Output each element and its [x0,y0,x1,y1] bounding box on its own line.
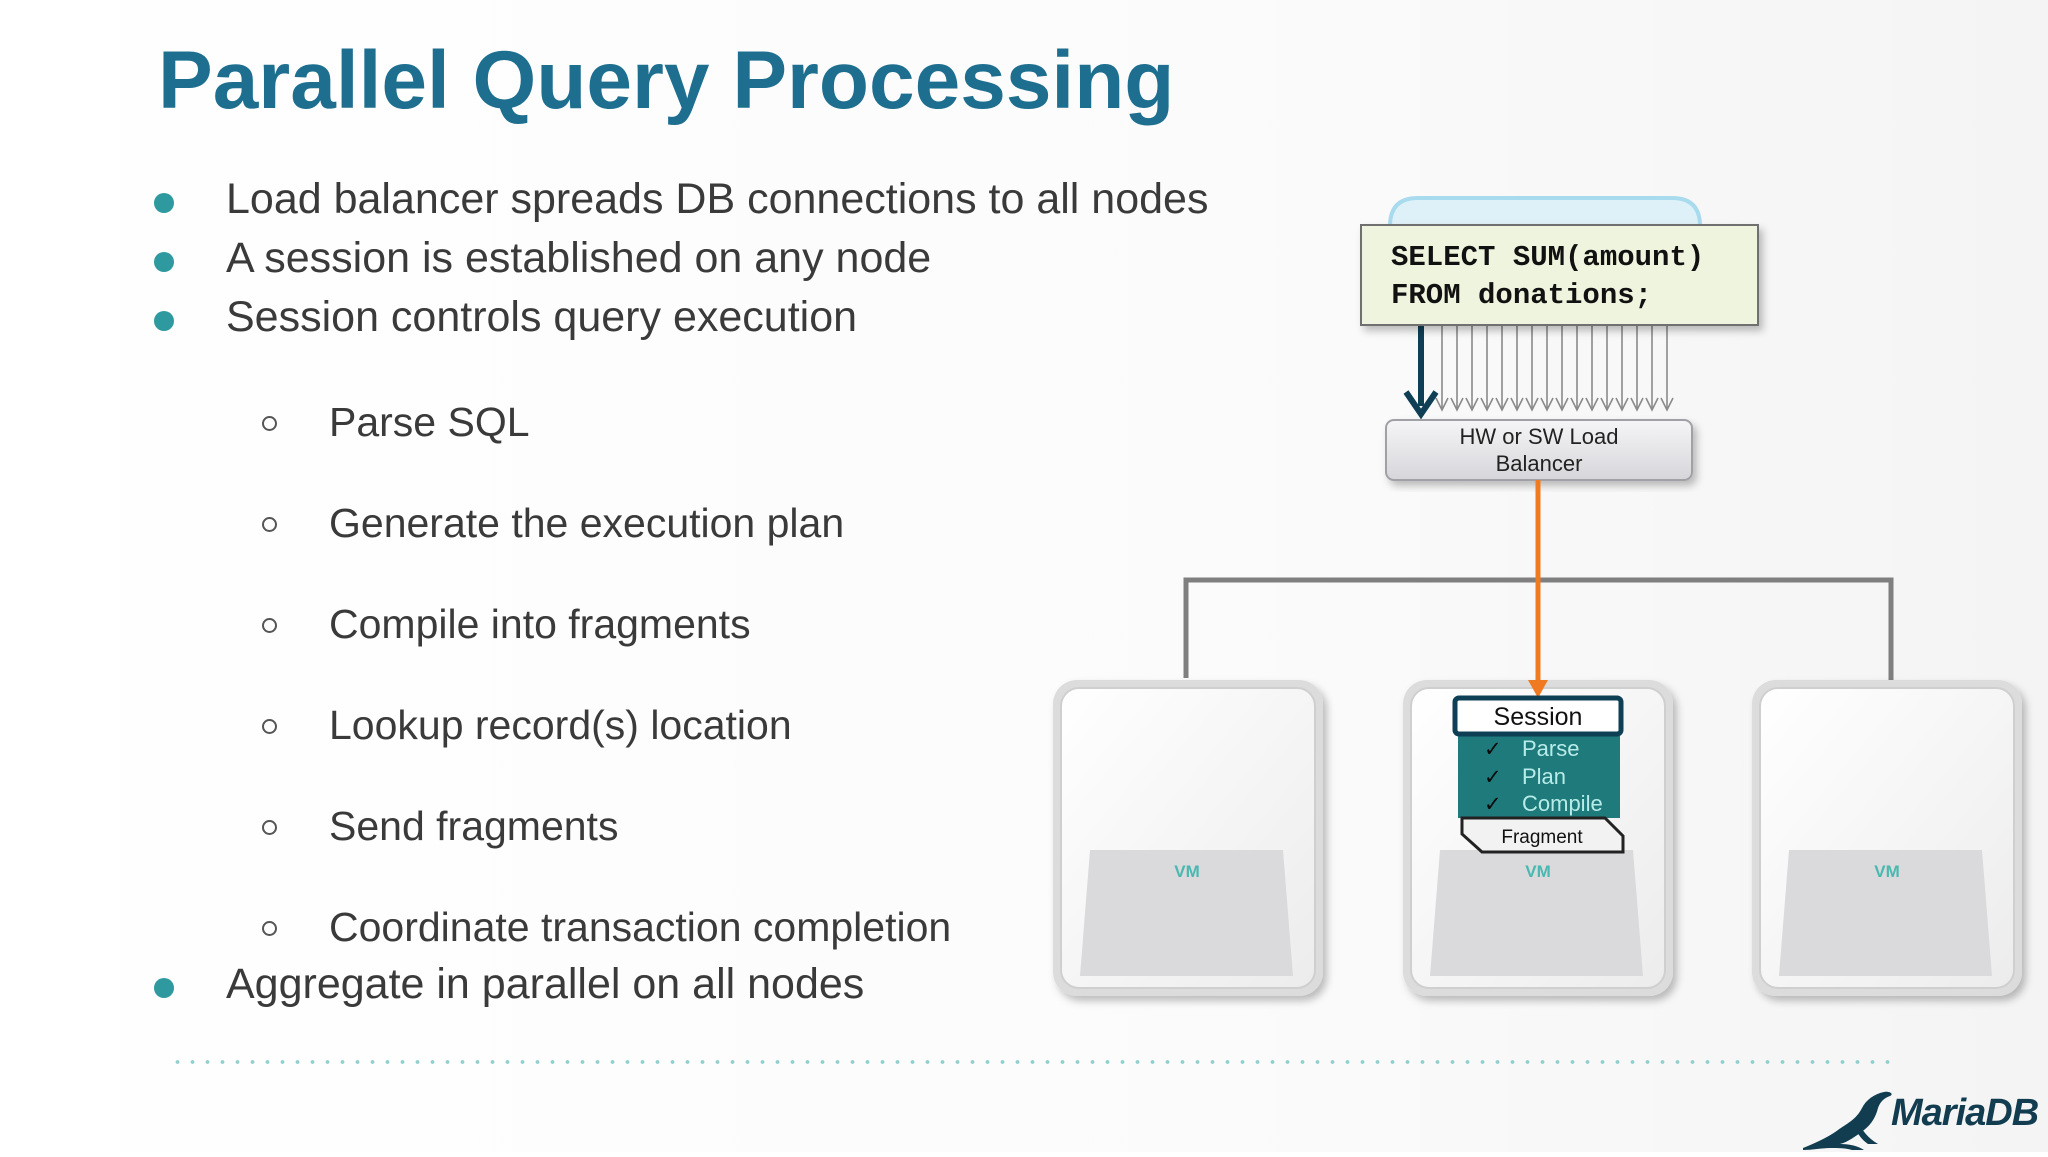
arrow-heads [1435,397,1674,412]
sub-bullet-item: Coordinate transaction completion [262,904,952,951]
dotted-divider [170,1060,1900,1064]
mariadb-logo: MariaDB [1800,1086,2048,1152]
sub-bullet-item: Send fragments [262,803,619,850]
sql-line-2: FROM donations; [1391,279,1652,312]
hollow-bullet-icon [262,618,277,633]
session-label: Session [1494,703,1583,731]
sub-bullet-text: Compile into fragments [329,601,751,647]
sql-line-1: SELECT SUM(amount) [1391,241,1704,274]
sql-tab-shape [1387,196,1703,228]
slide-title: Parallel Query Processing [158,35,1175,126]
hollow-bullet-icon [262,416,277,431]
sub-bullet-item: Generate the execution plan [262,500,845,547]
hollow-bullet-icon [262,921,277,936]
vm-label: VM [1525,862,1551,881]
bullet-item: A session is established on any node [154,234,932,283]
arrow-head [1403,390,1439,420]
bullet-dot-icon [154,311,174,331]
bullet-dot-icon [154,252,174,272]
bullet-text: Session controls query execution [226,293,858,341]
hollow-bullet-icon [262,719,277,734]
check-icon: ✓ [1484,738,1502,761]
sql-query-box [1360,224,1759,326]
fragment-label: Fragment [1501,827,1583,848]
vm-label: VM [1174,862,1200,881]
logo-text: MariaDB [1891,1092,2039,1134]
session-step-parse: Parse [1522,736,1579,761]
load-balancer-label-line-1: HW or SW Load [1460,424,1619,449]
session-header-box [1452,695,1624,737]
bullet-item: Session controls query execution [154,293,858,342]
vm-node-left: VM [1053,680,1323,996]
vm-node-right: VM [1752,680,2022,996]
sea-lion-logo-icon [1803,1091,1892,1150]
sub-bullet-item: Lookup record(s) location [262,702,792,749]
bullet-text: Load balancer spreads DB connections to … [226,175,1209,223]
sub-bullet-item: Parse SQL [262,399,530,446]
load-balancer-label-line-2: Balancer [1496,451,1583,476]
session-connection-arrowhead [1528,680,1548,698]
bullet-text: A session is established on any node [226,234,932,282]
bullet-text: Aggregate in parallel on all nodes [226,960,865,1008]
sub-bullet-text: Lookup record(s) location [329,702,792,748]
session-step-list: ✓ Parse ✓ Plan ✓ Compile [1484,736,1603,816]
bullet-item: Aggregate in parallel on all nodes [154,960,865,1009]
vm-label: VM [1874,862,1900,881]
session-step-plan: Plan [1522,764,1566,789]
sub-bullet-item: Compile into fragments [262,601,751,648]
connection-arrows [1441,326,1668,408]
bullet-dot-icon [154,193,174,213]
bullet-dot-icon [154,978,174,998]
session-steps-panel [1458,736,1620,818]
sub-bullet-text: Send fragments [329,803,619,849]
session-step-compile: Compile [1522,791,1603,816]
hollow-bullet-icon [262,517,277,532]
check-icon: ✓ [1484,793,1502,816]
check-icon: ✓ [1484,766,1502,789]
sub-bullet-text: Parse SQL [329,399,530,445]
sub-bullet-text: Generate the execution plan [329,500,845,546]
bullet-item: Load balancer spreads DB connections to … [154,175,1209,224]
fragment-tag-shape [1460,816,1625,854]
sub-bullet-text: Coordinate transaction completion [329,904,952,950]
hollow-bullet-icon [262,820,277,835]
